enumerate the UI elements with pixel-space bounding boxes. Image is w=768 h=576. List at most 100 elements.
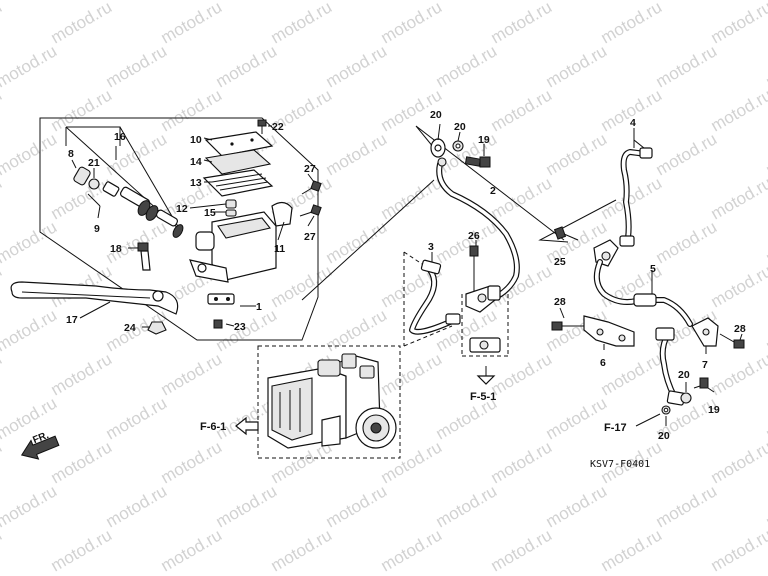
diagram-code: KSV7-F0401 [590, 459, 650, 470]
watermark-text: motod.ru [323, 41, 391, 91]
watermark-text: motod.ru [598, 173, 666, 223]
three-way-joint [465, 240, 501, 313]
callout-16: 16 [114, 131, 126, 143]
callout-27-lower: 27 [304, 231, 316, 243]
master-cylinder-body [189, 199, 293, 283]
callout-1: 1 [256, 301, 262, 313]
watermark-text: motod.ru [763, 305, 768, 355]
watermark-text: motod.ru [213, 305, 281, 355]
abs-modulator [235, 345, 401, 459]
watermark-text: motod.ru [158, 437, 226, 487]
callout-11: 11 [274, 243, 285, 255]
watermark-text: motod.ru [763, 41, 768, 91]
watermark-text: motod.ru [653, 41, 721, 91]
watermark-text: motod.ru [268, 261, 336, 311]
watermark-text: motod.ru [708, 437, 768, 487]
callout-20-c: 20 [678, 369, 690, 381]
watermark-text: motod.ru [543, 41, 611, 91]
callout-28-a: 28 [554, 296, 566, 308]
watermark-text: motod.ru [488, 437, 556, 487]
callout-4: 4 [630, 117, 636, 129]
callout-26: 26 [468, 230, 480, 242]
reference-labels: F-6-1 F-5-1 F-17 [200, 391, 627, 434]
watermark-text: motod.ru [598, 0, 666, 47]
watermark-text: motod.ru [433, 217, 501, 267]
watermark-text: motod.ru [0, 173, 5, 223]
leader-lines [71, 125, 315, 328]
watermark-text: motod.ru [213, 0, 281, 3]
watermark-text: motod.ru [0, 0, 5, 47]
reservoir-cap-set [202, 131, 274, 197]
ref-f5-1: F-5-1 [470, 391, 496, 403]
watermark-text: motod.ru [103, 393, 171, 443]
callout-20-a: 20 [430, 109, 442, 121]
watermark-text: motod.ru [708, 261, 768, 311]
brake-lever [10, 281, 179, 315]
callout-20-d: 20 [658, 430, 670, 442]
watermark-text: motod.ru [268, 525, 336, 575]
callout-2: 2 [490, 185, 496, 197]
watermark-text: motod.ru [0, 261, 5, 311]
watermark-text: motod.ru [763, 481, 768, 531]
watermark-text: motod.ru [0, 129, 60, 179]
watermark-text: motod.ru [0, 481, 60, 531]
ref-f6-1: F-6-1 [200, 421, 226, 433]
watermark-text: motod.ru [158, 85, 226, 135]
watermark-text: motod.ru [543, 0, 611, 3]
watermark-text: motod.ru [158, 0, 226, 47]
callout-21: 21 [88, 157, 100, 169]
callout-labels: 16 8 21 9 18 17 24 10 14 13 12 15 22 27 … [66, 109, 746, 442]
brake-hose-2 [415, 123, 565, 301]
watermark-text: motod.ru [653, 129, 721, 179]
watermark-text: motod.ru [268, 0, 336, 47]
watermark-text: motod.ru [158, 349, 226, 399]
f5-1-detail [461, 294, 509, 385]
callout-19-b: 19 [708, 404, 720, 416]
watermark-text: motod.ru [763, 393, 768, 443]
watermark-text: motod.ru [433, 481, 501, 531]
watermark-text: motod.ru [323, 481, 391, 531]
watermark-text: motod.ru [488, 349, 556, 399]
watermark-text: motod.ru [653, 217, 721, 267]
callout-22: 22 [272, 121, 284, 133]
connection-line [301, 179, 435, 301]
watermark-text: motod.ru [488, 173, 556, 223]
watermark-text: motod.ru [0, 0, 60, 3]
callout-10: 10 [190, 134, 202, 146]
watermark-text: motod.ru [598, 525, 666, 575]
watermark-text: motod.ru [323, 217, 391, 267]
watermark-text: motod.ru [103, 481, 171, 531]
callout-28-b: 28 [734, 323, 746, 335]
watermark-text: motod.ru [708, 85, 768, 135]
watermark-text: motod.ru [213, 481, 281, 531]
callout-7: 7 [702, 359, 708, 371]
watermark-text: motod.ru [48, 85, 116, 135]
callout-25: 25 [554, 256, 566, 268]
watermark-text: motod.ru [0, 217, 60, 267]
watermark-text: motod.ru [378, 525, 446, 575]
watermark-text: motod.ru [708, 173, 768, 223]
callout-17: 17 [66, 314, 78, 326]
watermark-text: motod.ru [378, 0, 446, 47]
watermark-text: motod.ru [488, 525, 556, 575]
watermark-text: motod.ru [0, 305, 60, 355]
watermark-text: motod.ru [543, 393, 611, 443]
brake-hose-5 [538, 199, 693, 327]
callout-19-a: 19 [478, 134, 490, 146]
watermark-text: motod.ru [48, 349, 116, 399]
ref-f17: F-17 [604, 422, 627, 434]
watermark-text: motod.ru [488, 0, 556, 47]
watermark-text: motod.ru [543, 129, 611, 179]
watermark-text: motod.ru [708, 0, 768, 47]
brake-pipe-3 [403, 251, 461, 347]
screws [137, 119, 322, 335]
watermark-text: motod.ru [0, 349, 5, 399]
callout-12: 12 [176, 203, 188, 215]
callout-27-upper: 27 [304, 163, 316, 175]
watermark-text: motod.ru [323, 129, 391, 179]
hose-guide [691, 317, 745, 354]
watermark-text: motod.ru [323, 305, 391, 355]
hose-clamp-bracket [551, 307, 635, 350]
watermark-text: motod.ru [213, 41, 281, 91]
